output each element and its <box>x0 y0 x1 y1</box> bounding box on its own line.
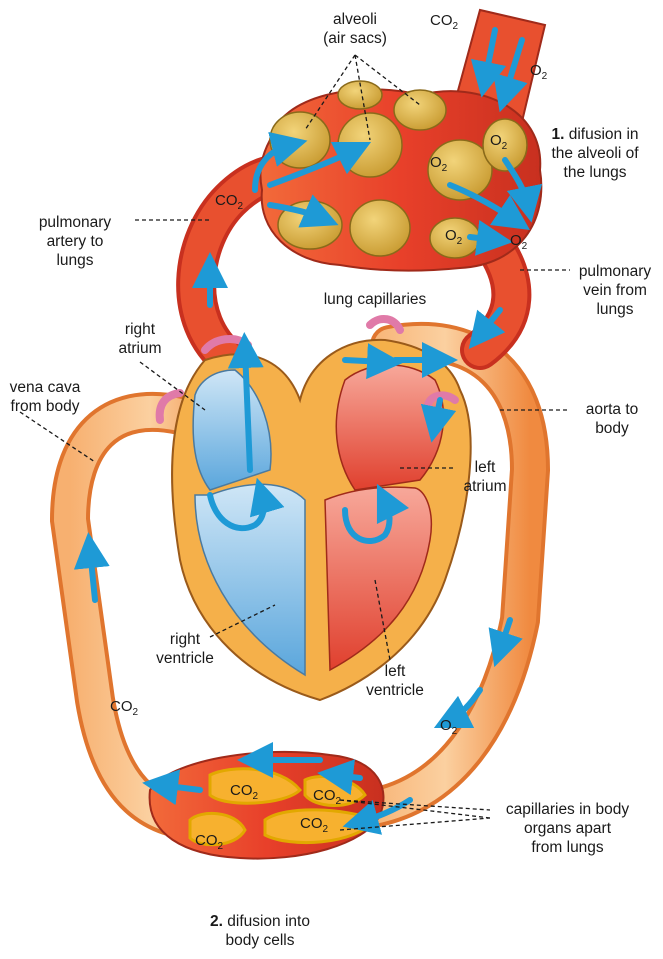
label-step-2: 2. difusion into body cells <box>195 912 325 950</box>
label-pulmonary-artery: pulmonary artery to lungs <box>20 213 130 270</box>
label-right-atrium: right atrium <box>105 320 175 358</box>
label-pulmonary-vein: pulmonary vein from lungs <box>570 262 660 319</box>
label-left-ventricle: left ventricle <box>355 662 435 700</box>
label-step-1: 1. difusion in the alveoli of the lungs <box>535 125 655 182</box>
label-left-atrium: left atrium <box>455 458 515 496</box>
left-atrium-chamber <box>336 365 443 490</box>
label-alveoli: alveoli (air sacs) <box>305 10 405 48</box>
label-body-capillaries: capillaries in body organs apart from lu… <box>480 800 655 857</box>
label-right-ventricle: right ventricle <box>140 630 230 668</box>
label-lung-capillaries: lung capillaries <box>300 290 450 309</box>
label-vena-cava: vena cava from body <box>0 378 90 416</box>
label-aorta: aorta to body <box>572 400 652 438</box>
gas-co2-top: CO2 <box>430 12 459 32</box>
